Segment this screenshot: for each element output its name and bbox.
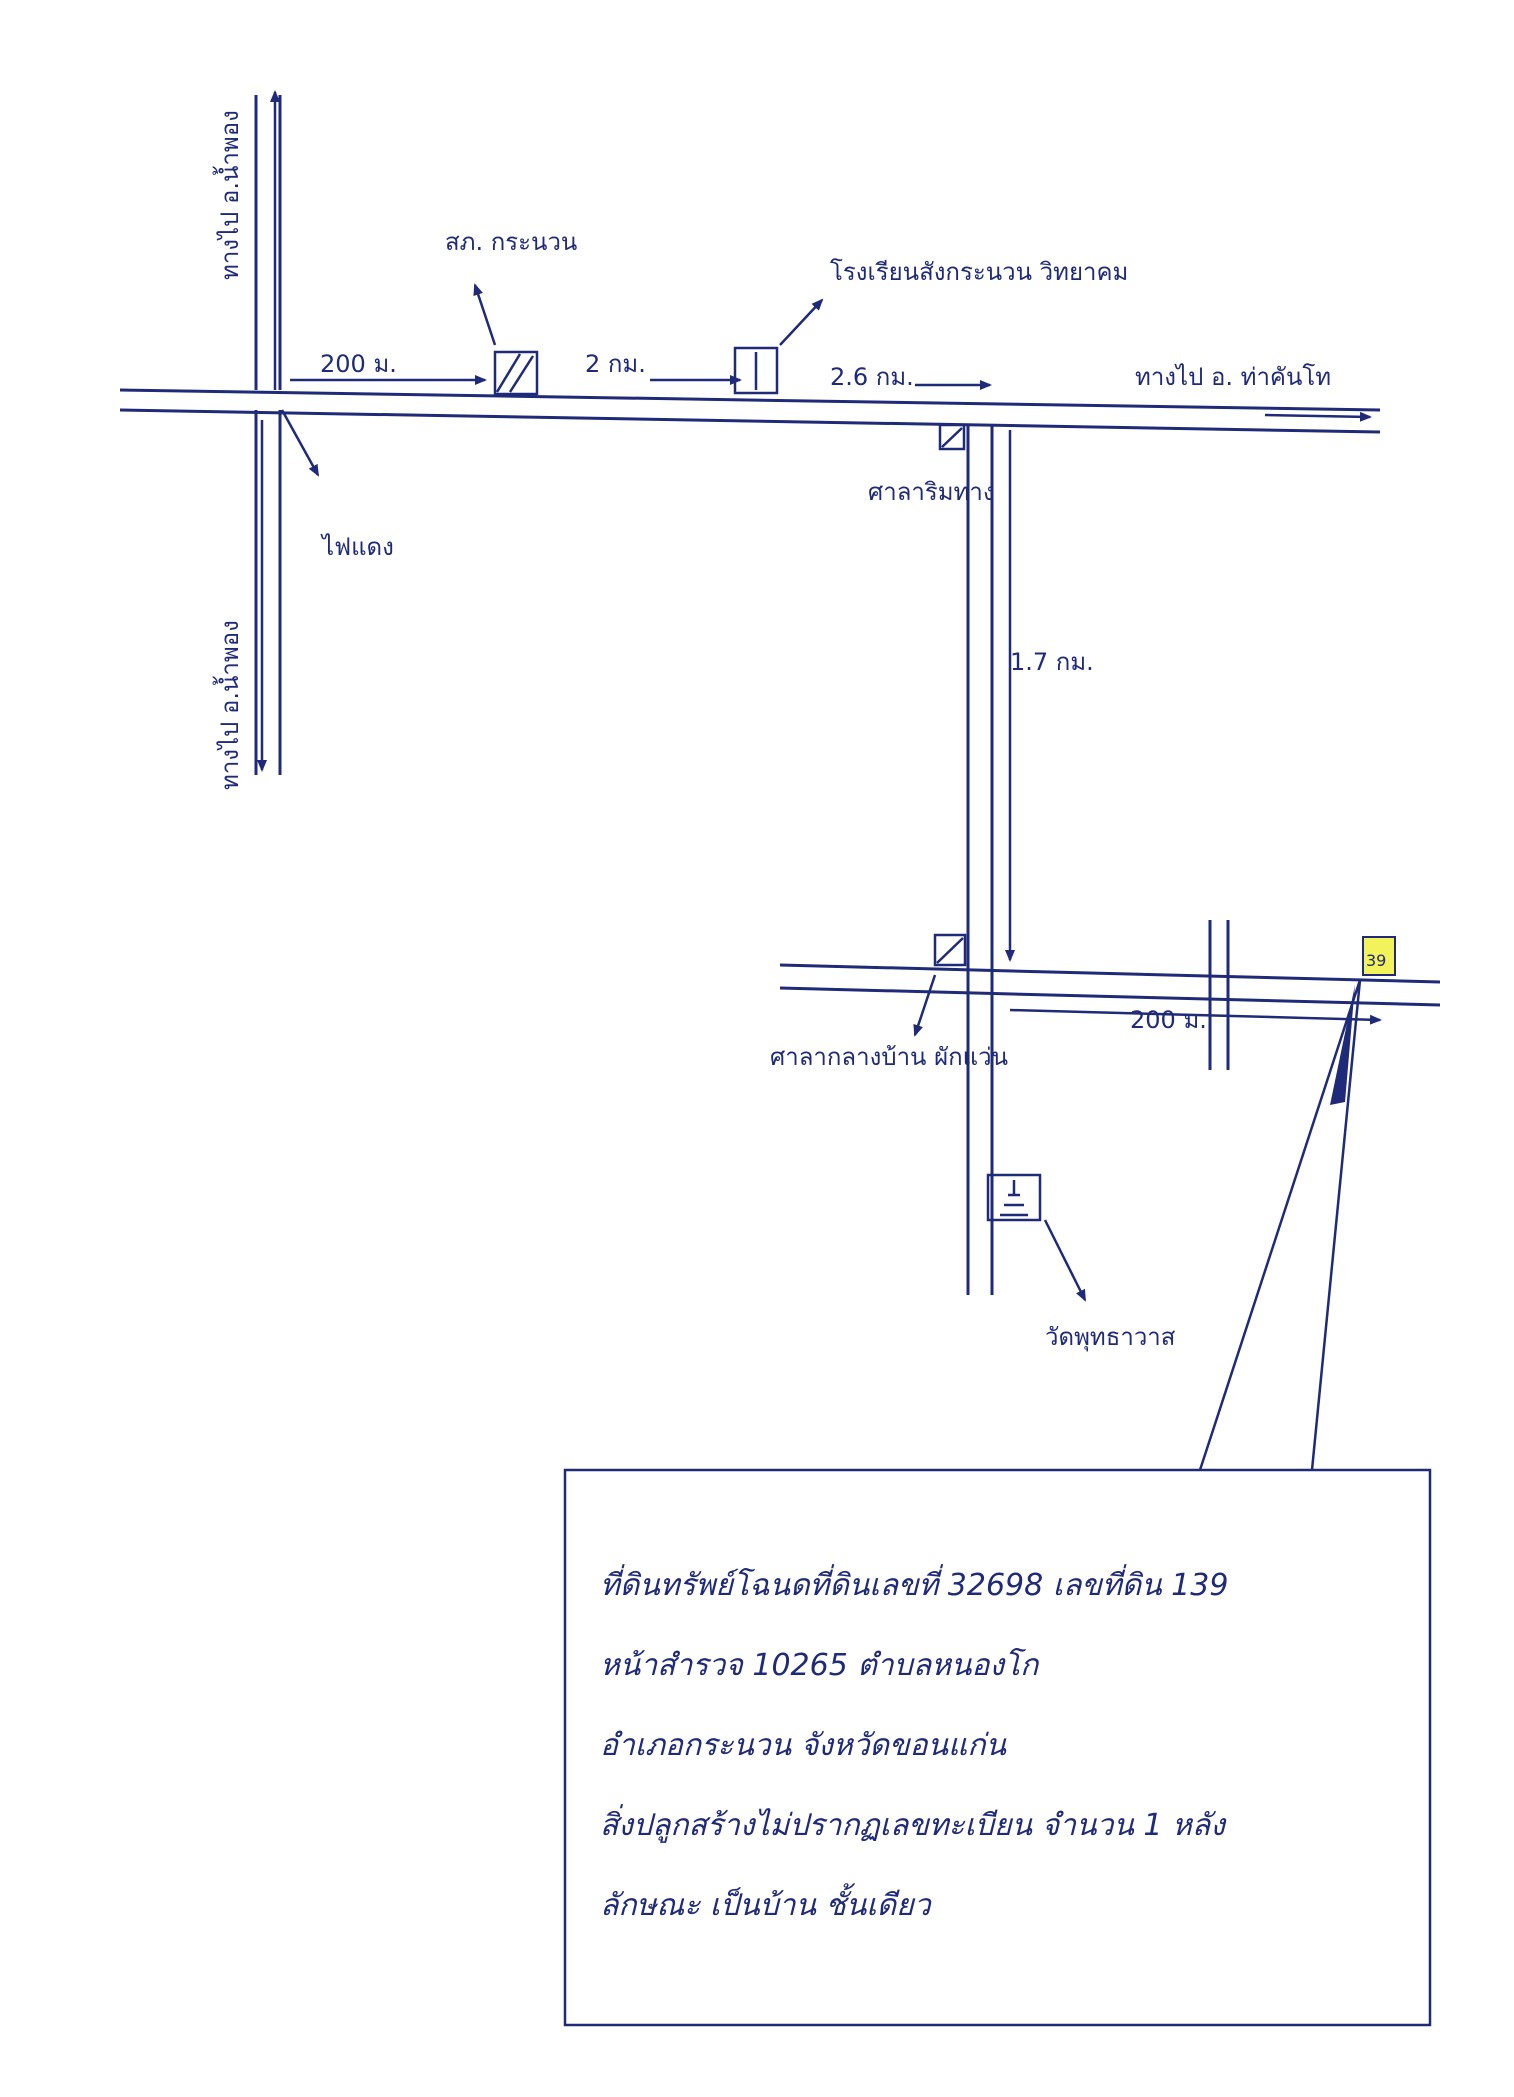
label-plot-marker: 39 <box>1366 951 1386 970</box>
traffic-light-pointer <box>280 409 320 477</box>
callout-lines <box>1198 979 1362 1471</box>
road-lower-top <box>779 963 1441 984</box>
school-pointer <box>779 298 824 346</box>
dist-arrow-5 <box>1009 1008 1382 1025</box>
label-distance-5: 200 ม. <box>1130 1006 1207 1034</box>
label-distance-4: 1.7 กม. <box>1010 648 1094 676</box>
village-hall-pointer <box>913 974 937 1037</box>
callout-line-left <box>1198 979 1362 1471</box>
landmarks <box>280 283 1396 1302</box>
road-main-top <box>119 388 1381 412</box>
label-village-hall: ศาลากลางบ้าน ผักแว่น <box>770 1043 1008 1071</box>
note-line-1: ที่ดินทรัพย์โฉนดที่ดินเลขที่ 32698 เลขที… <box>600 1564 1228 1603</box>
label-distance-2: 2 กม. <box>585 350 646 378</box>
map-labels: ทางไป อ.น้ำพอง ทางไป อ.น้ำพอง ทางไป อ. ท… <box>212 110 1386 1923</box>
label-traffic-light: ไฟแดง <box>320 533 394 561</box>
label-school: โรงเรียนสังกระนวน วิทยาคม <box>830 258 1128 286</box>
label-sala: ศาลาริมทาง <box>868 478 995 506</box>
label-road-east: ทางไป อ. ท่าคันโท <box>1135 363 1331 391</box>
police-pointer <box>473 283 497 346</box>
property-note-box <box>563 1468 1432 2027</box>
note-line-5: ลักษณะ เป็นบ้าน ชั้นเดียว <box>600 1883 933 1923</box>
road-network <box>119 95 1441 1295</box>
village-hall-icon <box>933 933 967 967</box>
distance-markers <box>290 375 1382 1025</box>
arrow-east <box>1264 411 1372 422</box>
label-road-north: ทางไป อ.น้ำพอง <box>212 110 244 280</box>
direction-arrows <box>257 90 1372 772</box>
temple-icon <box>986 1173 1042 1222</box>
plot-marker-icon <box>1362 936 1396 976</box>
road-main-bottom <box>119 408 1381 434</box>
label-police: สภ. กระนวน <box>445 228 577 256</box>
school-icon <box>733 346 779 395</box>
callout-ink-blot <box>1330 985 1355 1105</box>
note-line-3: อำเภอกระนวน จังหวัดขอนแก่น <box>600 1728 1008 1763</box>
sala-icon <box>938 423 966 451</box>
label-road-south: ทางไป อ.น้ำพอง <box>212 620 244 790</box>
note-line-4: สิ่งปลูกสร้างไม่ปรากฏเลขทะเบียน จำนวน 1 … <box>600 1804 1227 1843</box>
note-line-2: หน้าสำรวจ 10265 ตำบลหนองโก <box>600 1647 1040 1683</box>
police-station-icon <box>493 350 539 396</box>
road-lower-bottom <box>779 986 1441 1007</box>
label-temple: วัดพุทธาวาส <box>1045 1323 1176 1352</box>
temple-pointer <box>1043 1219 1087 1302</box>
label-distance-3: 2.6 กม. <box>830 363 914 391</box>
label-distance-1: 200 ม. <box>320 350 397 378</box>
callout-line-right <box>1310 979 1362 1471</box>
